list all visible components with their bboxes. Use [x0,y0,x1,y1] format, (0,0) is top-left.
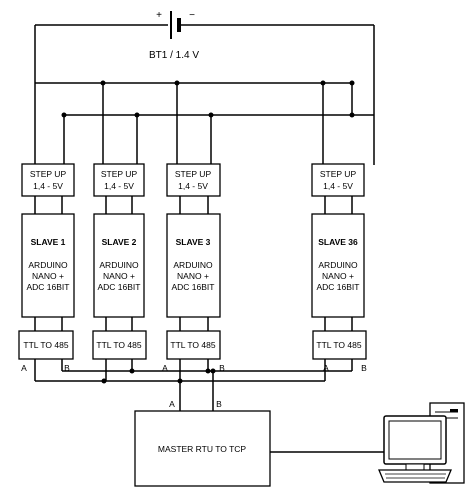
master-label: MASTER RTU TO TCP [158,444,246,454]
slave-desc-line2: NANO + [103,271,135,281]
pin-b-label: B [219,363,225,373]
slave-title: SLAVE 2 [102,237,137,247]
slave-desc-line2: NANO + [322,271,354,281]
master-pin-b: B [216,399,222,409]
rs485-converter [166,330,221,360]
pin-a-label: A [162,363,168,373]
slave-module [21,213,75,318]
step-up-range: 1,4 - 5V [104,181,134,191]
step-up-module [166,163,221,197]
junction-dot [208,112,214,118]
slave-desc-line3: ADC 16BIT [172,282,215,292]
battery-minus-sign: − [189,10,195,21]
junction-dot [61,112,67,118]
slave-column-1: STEP UP 1,4 - 5V SLAVE 1 ARDUINO NANO + … [18,163,75,373]
step-up-module [311,163,365,197]
rs485-converter [18,330,74,360]
junction-dot [100,80,106,86]
battery-plus-sign: + [156,10,162,21]
pin-b-label: B [361,363,367,373]
step-up-module [21,163,75,197]
junction-dot [129,368,135,374]
converter-label: TTL TO 485 [23,340,68,350]
battery-label: BT1 / 1.4 V [149,50,199,61]
step-up-module [93,163,145,197]
slave-desc-line2: NANO + [177,271,209,281]
slave-column-36: STEP UP 1,4 - 5V SLAVE 36 ARDUINO NANO +… [311,163,367,373]
slave-desc-line1: ARDUINO [318,260,358,270]
step-up-range: 1,4 - 5V [33,181,63,191]
junction-dot [174,80,180,86]
junction-dot [210,368,216,374]
master-box [134,410,271,487]
slave-desc-line3: ADC 16BIT [98,282,141,292]
desktop-computer-icon [378,402,465,484]
junction-dot [205,368,211,374]
pc-monitor-stand [405,463,425,471]
slave-column-3: STEP UP 1,4 - 5V SLAVE 3 ARDUINO NANO + … [162,163,225,373]
pc-drive-bay [450,409,458,412]
pc-keyboard [378,469,452,483]
pin-a-label: A [323,363,329,373]
slave-desc-line3: ADC 16BIT [317,282,360,292]
master-module: MASTER RTU TO TCP A B [134,399,385,487]
pin-b-label: B [64,363,70,373]
slave-desc-line3: ADC 16BIT [27,282,70,292]
step-up-label: STEP UP [175,169,212,179]
junction-dot [320,80,326,86]
junction-dot [134,112,140,118]
slave-desc-line1: ARDUINO [99,260,139,270]
pc-screen [388,420,442,460]
master-pin-a: A [169,399,175,409]
slave-module [93,213,145,318]
converter-label: TTL TO 485 [170,340,215,350]
converter-label: TTL TO 485 [316,340,361,350]
step-up-range: 1,4 - 5V [323,181,353,191]
step-up-label: STEP UP [101,169,138,179]
slave-desc-line1: ARDUINO [28,260,68,270]
slave-module [166,213,221,318]
battery-symbol: + − BT1 / 1.4 V [35,10,374,61]
slave-desc-line2: NANO + [32,271,64,281]
junction-dot [349,80,355,86]
rs485-converter [92,330,147,360]
slave-title: SLAVE 3 [176,237,211,247]
step-up-label: STEP UP [320,169,357,179]
rs485-bus [34,359,353,412]
junction-dot [349,112,355,118]
step-up-label: STEP UP [30,169,67,179]
slave-column-2: STEP UP 1,4 - 5V SLAVE 2 ARDUINO NANO + … [92,163,147,360]
pin-a-label: A [21,363,27,373]
junction-dot [101,378,107,384]
rs485-converter [312,330,367,360]
step-up-range: 1,4 - 5V [178,181,208,191]
slave-module [311,213,365,318]
slave-title: SLAVE 1 [31,237,66,247]
slave-desc-line1: ARDUINO [173,260,213,270]
slave-title: SLAVE 36 [318,237,358,247]
converter-label: TTL TO 485 [96,340,141,350]
